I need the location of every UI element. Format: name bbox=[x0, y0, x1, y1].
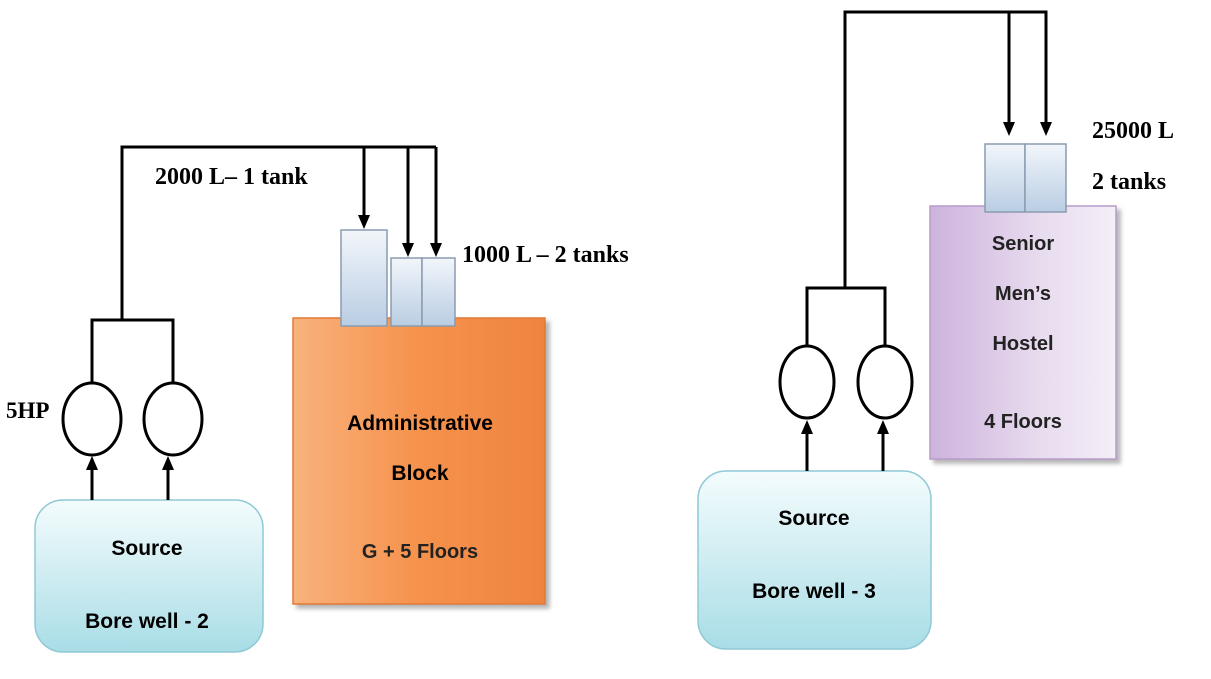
pump-power-label: 5HP bbox=[6, 398, 49, 423]
source-to-pump-arrows bbox=[801, 420, 889, 471]
hostel-overhead-tanks bbox=[984, 143, 1067, 213]
building-floors: 4 Floors bbox=[984, 411, 1062, 433]
left-supply-system: Source Bore well - 2 5HP 2000 L– 1 tank … bbox=[6, 145, 629, 653]
building-box bbox=[292, 317, 546, 605]
source-label: Source bbox=[778, 507, 849, 530]
building-name-line1: Administrative bbox=[347, 412, 493, 435]
right-supply-system: Source Bore well - 3 25000 L 2 tanks Sen… bbox=[697, 10, 1174, 650]
building-floors: G + 5 Floors bbox=[362, 541, 478, 563]
source-to-pump-arrows bbox=[86, 456, 174, 500]
right-pipe-network bbox=[805, 10, 1052, 346]
building-name-line1: Senior bbox=[992, 233, 1054, 255]
tank-1000l-a bbox=[390, 257, 423, 327]
admin-overhead-tanks bbox=[340, 229, 456, 327]
tank-2000l bbox=[340, 229, 388, 327]
building-name-line2: Men’s bbox=[995, 283, 1051, 305]
source-name: Bore well - 2 bbox=[85, 610, 209, 633]
pump-1 bbox=[61, 381, 123, 457]
small-tank-label: 2000 L– 1 tank bbox=[155, 164, 308, 190]
building-box bbox=[929, 205, 1117, 460]
large-tanks-label: 1000 L – 2 tanks bbox=[462, 242, 629, 268]
pump-2 bbox=[142, 381, 204, 457]
source-label: Source bbox=[111, 537, 182, 560]
tank-25000l-b bbox=[1024, 143, 1067, 213]
building-name-line3: Hostel bbox=[992, 333, 1053, 355]
tank-25000l-a bbox=[984, 143, 1026, 213]
source-box bbox=[34, 499, 264, 653]
tank-1000l-b bbox=[421, 257, 456, 327]
tank-capacity-label: 25000 L bbox=[1092, 118, 1174, 144]
source-bore-well-3: Source Bore well - 3 bbox=[697, 470, 932, 650]
left-pipe-network bbox=[90, 145, 442, 383]
administrative-block: Administrative Block G + 5 Floors bbox=[292, 317, 546, 605]
senior-mens-hostel: Senior Men’s Hostel 4 Floors bbox=[929, 205, 1117, 460]
source-box bbox=[697, 470, 932, 650]
building-name-line2: Block bbox=[391, 462, 449, 485]
pump-1 bbox=[778, 344, 836, 420]
source-name: Bore well - 3 bbox=[752, 580, 876, 603]
pump-2 bbox=[856, 344, 914, 420]
tank-count-label: 2 tanks bbox=[1092, 169, 1166, 195]
source-bore-well-2: Source Bore well - 2 bbox=[34, 499, 264, 653]
